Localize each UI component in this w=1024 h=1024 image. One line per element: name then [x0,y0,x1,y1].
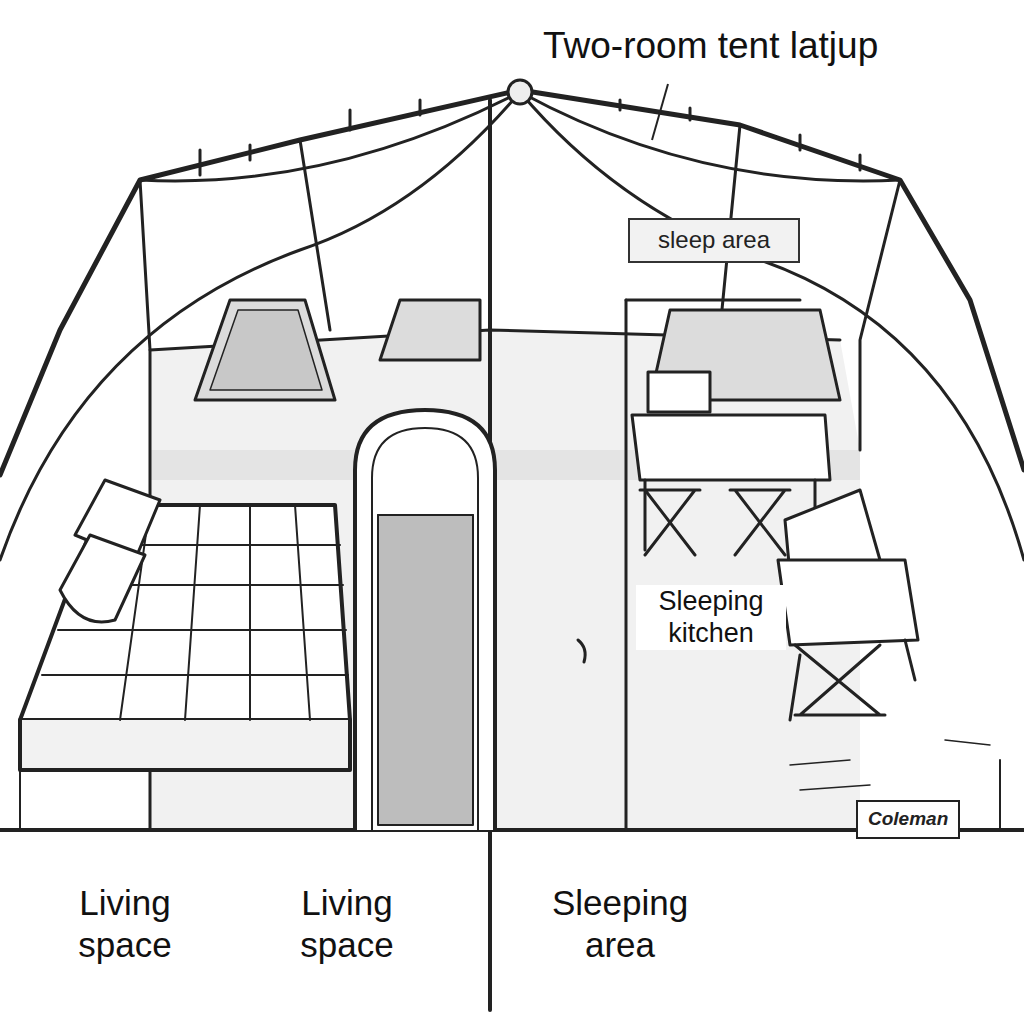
tent-line-art [210,310,322,390]
brand-badge: Coleman [856,800,960,839]
tent-line-art [790,640,915,720]
brand-text: Coleman [868,808,948,831]
tent-line-art [626,299,800,302]
tent-line-art [355,410,495,830]
tent-line-art [730,490,790,555]
tent-line-art [20,720,350,770]
tent-line-art [640,490,700,555]
tent-line-art [648,372,710,412]
tent-line-art [0,80,1024,1010]
tent-line-art [778,560,918,645]
diagram-title: Two-room tent latjup [540,24,881,68]
tent-line-art [632,415,830,480]
zone-label: Living space [262,882,432,966]
tent-line-art [625,300,628,830]
tent-line-art [60,535,145,622]
tent-line-art [508,80,532,104]
tent-line-art [195,300,335,400]
room-label: Sleeping kitchen [636,585,786,650]
tent-line-art [378,515,473,825]
tent-line-art [380,300,480,360]
tent-line-art [378,514,473,516]
tent-line-art [652,84,668,140]
tent-line-art [795,645,885,715]
tent-line-art [790,740,990,790]
tent-line-art [520,92,1024,560]
zone-label: Sleeping area [515,882,725,966]
tent-line-art [578,640,585,662]
tent-line-art [200,100,860,175]
zone-label: Living space [40,882,210,966]
sign-text: sleep area [640,226,788,255]
sign-box: sleep area [628,218,800,263]
tent-line-art [20,505,350,720]
tent-line-art [120,505,310,720]
tent-line-art [0,90,1024,475]
tent-line-art [372,428,478,830]
